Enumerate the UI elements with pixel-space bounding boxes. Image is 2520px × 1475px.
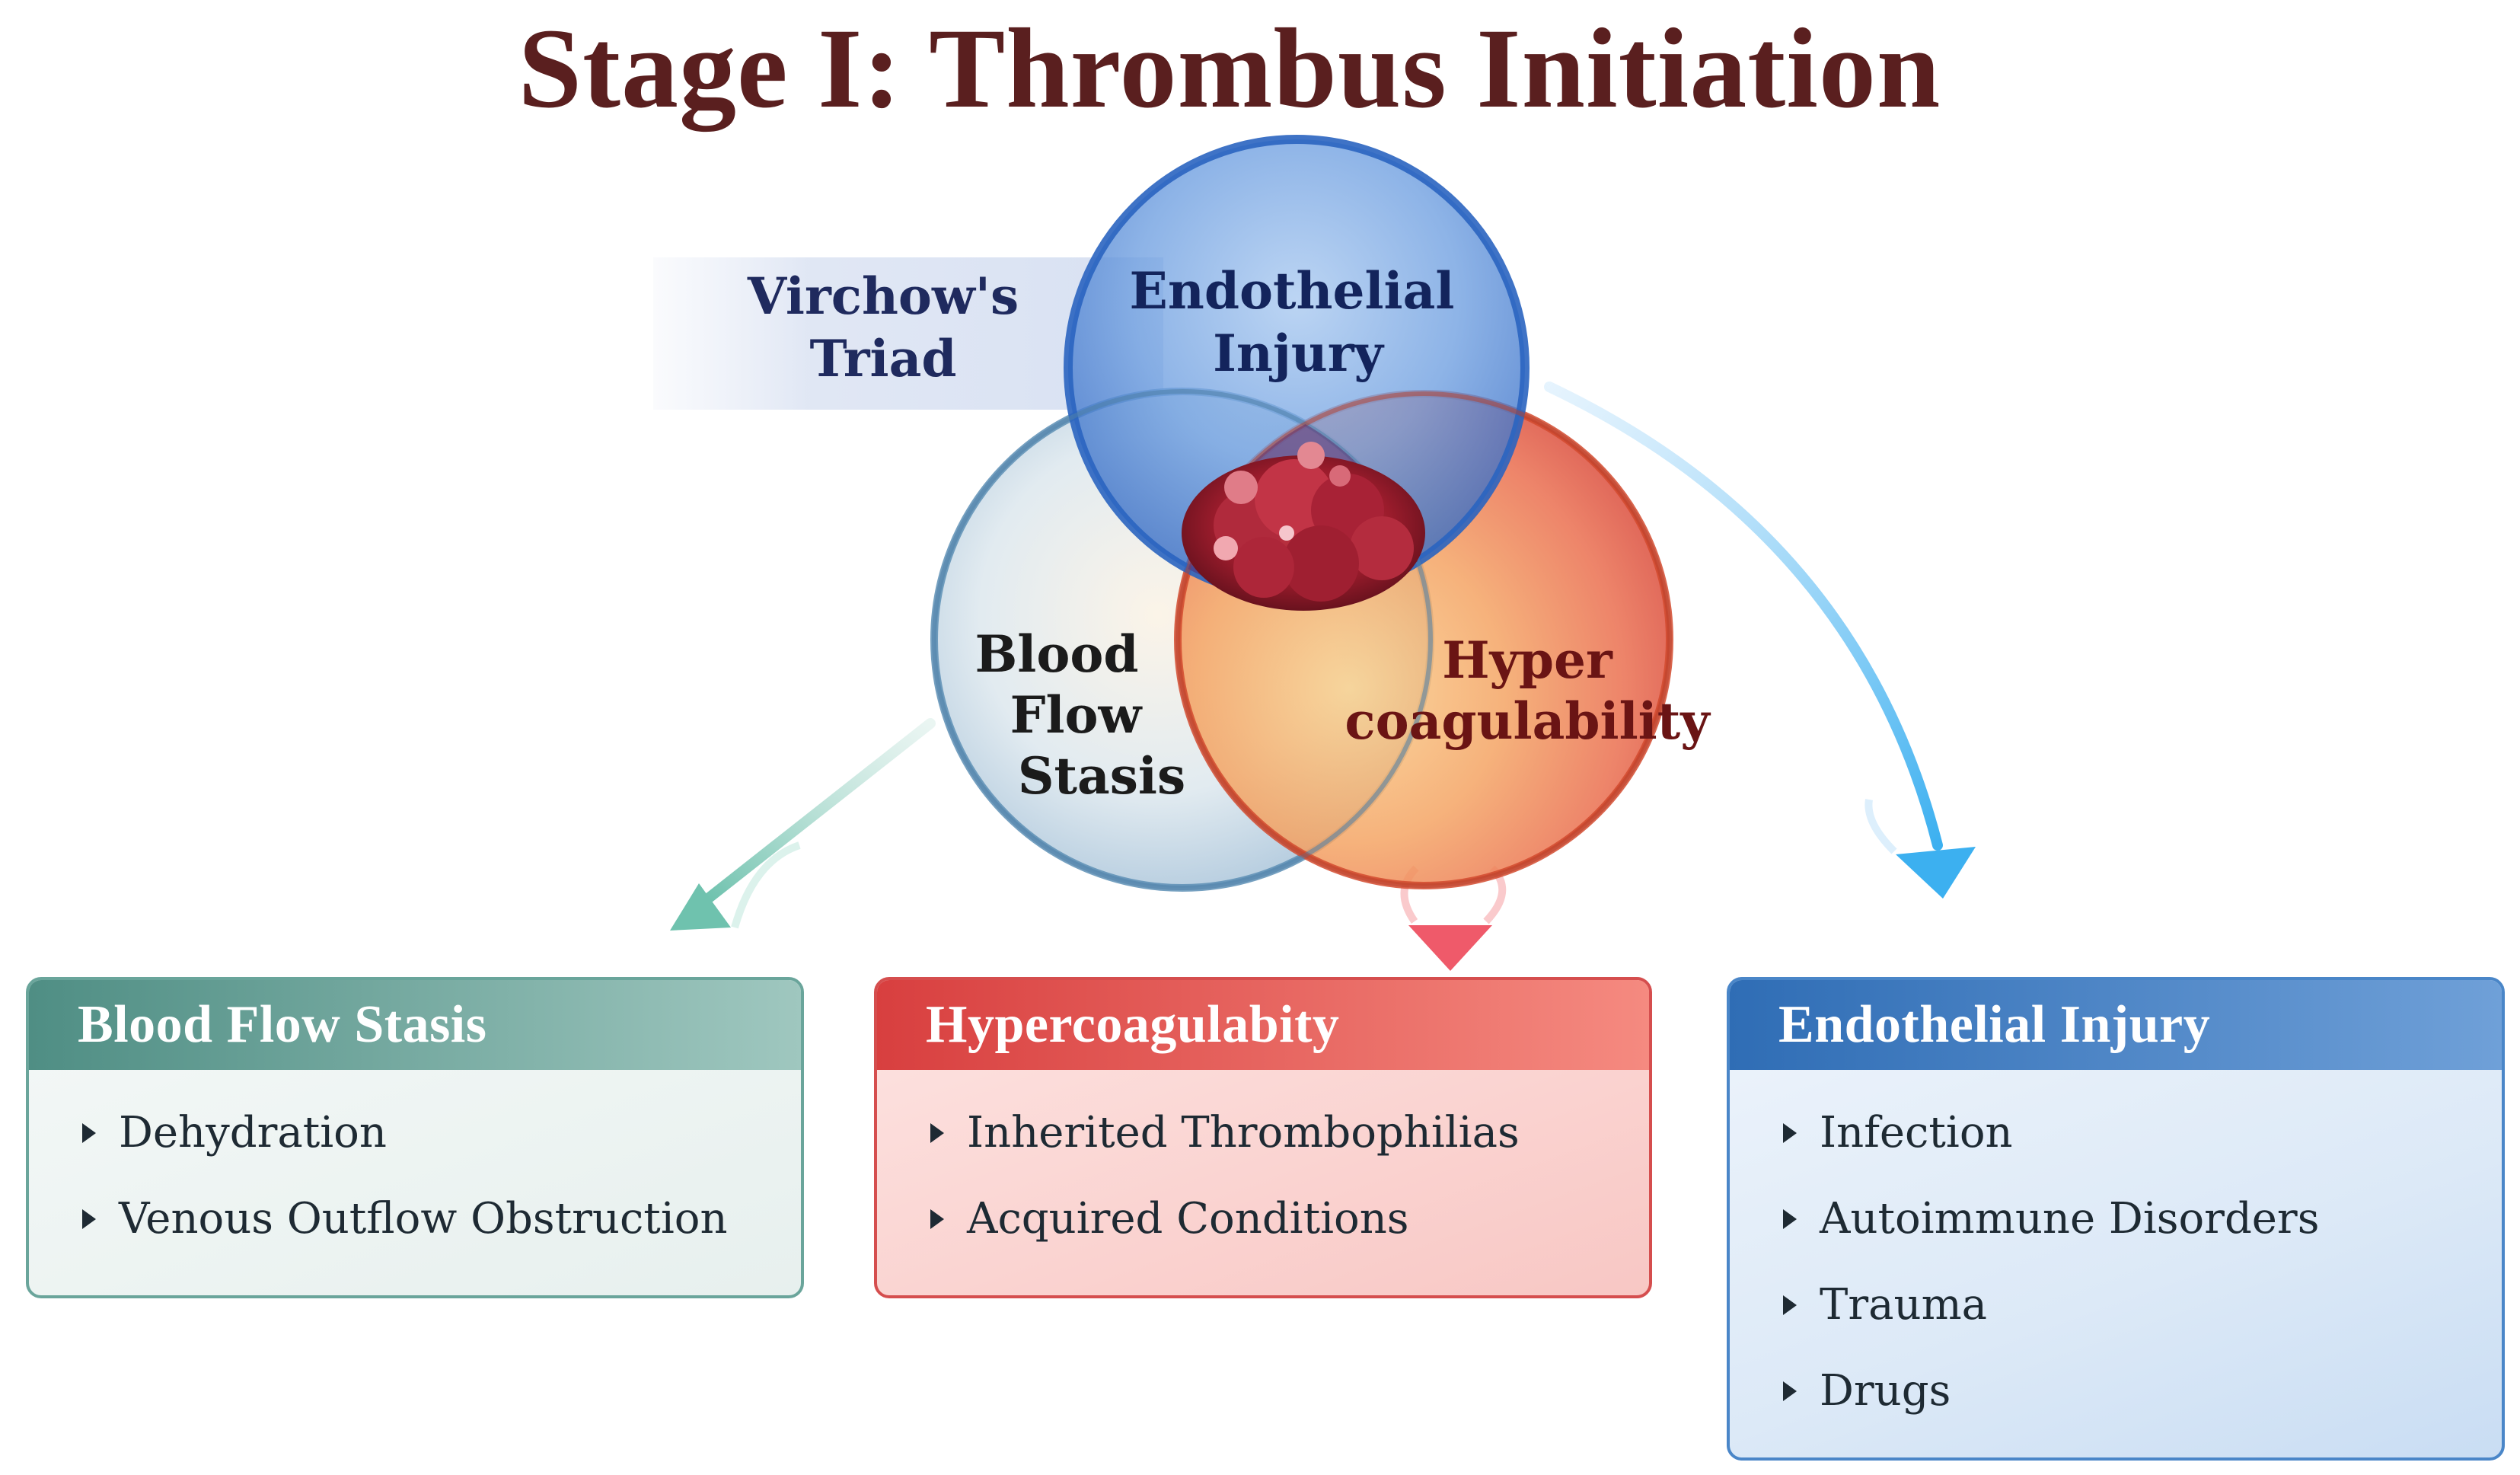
list-item-text: Trauma	[1820, 1280, 1988, 1330]
bullet-triangle-icon	[82, 1208, 96, 1229]
blood-flow-stasis-list: Dehydration Venous Outflow Obstruction	[29, 1070, 801, 1262]
stasis-label-line3: Stasis	[1018, 746, 1185, 806]
endothelial-label-line2: Injury	[1213, 324, 1384, 383]
arrow-to-endothelial-box	[1544, 382, 1976, 899]
list-item: Drugs	[1783, 1348, 2502, 1434]
list-item-text: Dehydration	[119, 1108, 387, 1157]
arrow-to-stasis-box	[670, 718, 936, 931]
list-item-text: Venous Outflow Obstruction	[119, 1194, 728, 1244]
bullet-triangle-icon	[1783, 1295, 1797, 1315]
endothelial-injury-box: Endothelial Injury Infection Autoimmune …	[1727, 977, 2505, 1461]
list-item: Autoimmune Disorders	[1783, 1176, 2502, 1262]
virchow-triad-label-line1: Virchow's	[747, 267, 1019, 326]
bullet-triangle-icon	[930, 1122, 944, 1143]
blood-flow-stasis-box-title: Blood Flow Stasis	[29, 980, 801, 1070]
page-title: Stage I: Thrombus Initiation	[518, 5, 1941, 132]
list-item-text: Inherited Thrombophilias	[967, 1108, 1520, 1157]
hyper-label-line2: coagulability	[1345, 691, 1711, 751]
bullet-triangle-icon	[1783, 1208, 1797, 1229]
bullet-triangle-icon	[930, 1208, 944, 1229]
list-item: Inherited Thrombophilias	[930, 1090, 1649, 1176]
bullet-triangle-icon	[1783, 1381, 1797, 1401]
list-item: Dehydration	[82, 1090, 801, 1176]
hypercoagulability-circle-label: Hyper coagulability	[1345, 631, 1711, 751]
hypercoagulability-list: Inherited Thrombophilias Acquired Condit…	[877, 1070, 1649, 1262]
list-item: Trauma	[1783, 1262, 2502, 1348]
list-item-text: Drugs	[1820, 1366, 1951, 1416]
endothelial-injury-box-title: Endothelial Injury	[1730, 980, 2502, 1070]
stasis-label-line1: Blood	[975, 624, 1138, 684]
endothelial-injury-list: Infection Autoimmune Disorders Trauma Dr…	[1730, 1070, 2502, 1434]
thrombus-clot-icon	[1182, 442, 1425, 611]
list-item: Venous Outflow Obstruction	[82, 1176, 801, 1262]
list-item-text: Infection	[1820, 1108, 2013, 1157]
virchow-triad-label-line2: Triad	[809, 329, 956, 388]
list-item-text: Autoimmune Disorders	[1820, 1194, 2320, 1244]
blood-flow-stasis-box: Blood Flow Stasis Dehydration Venous Out…	[26, 977, 804, 1298]
list-item: Infection	[1783, 1090, 2502, 1176]
endothelial-label-line1: Endothelial	[1130, 261, 1455, 321]
endothelial-injury-circle-label: Endothelial Injury	[1130, 261, 1455, 383]
bullet-triangle-icon	[1783, 1122, 1797, 1143]
list-item: Acquired Conditions	[930, 1176, 1649, 1262]
hypercoagulability-box: Hypercoagulabity Inherited Thrombophilia…	[874, 977, 1652, 1298]
hyper-label-line1: Hyper	[1442, 631, 1613, 690]
blood-flow-stasis-circle-label: Blood Flow Stasis	[975, 624, 1185, 806]
bullet-triangle-icon	[82, 1122, 96, 1143]
virchow-triad-label: Virchow's Triad	[747, 267, 1019, 388]
list-item-text: Acquired Conditions	[967, 1194, 1409, 1244]
hypercoagulability-box-title: Hypercoagulabity	[877, 980, 1649, 1070]
stasis-label-line2: Flow	[1010, 685, 1144, 745]
